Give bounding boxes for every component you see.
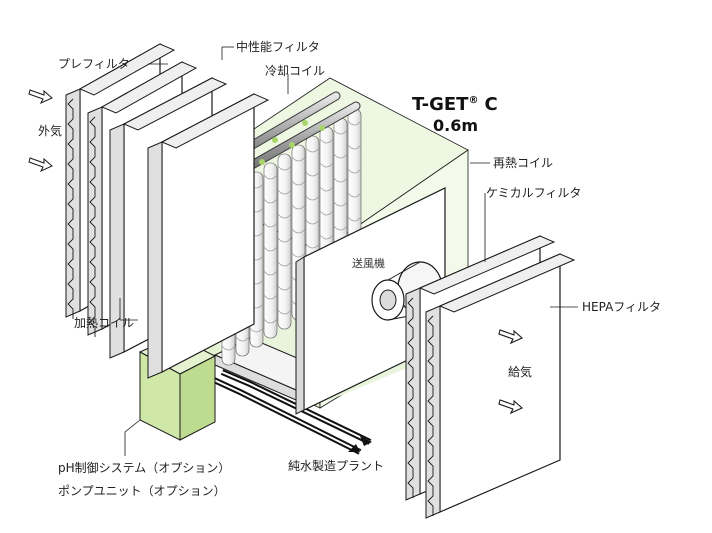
label-cooling-coil: 冷却コイル xyxy=(265,64,326,78)
label-outside-air: 外気 xyxy=(38,124,63,138)
label-reheat-coil: 再熱コイル xyxy=(493,156,554,170)
label-pure-water: 純水製造プラント xyxy=(288,459,385,473)
label-pump-unit: ポンプユニット（オプション） xyxy=(58,484,226,498)
label-hepa-filter: HEPAフィルタ xyxy=(582,300,662,314)
heating-coil-panel xyxy=(147,93,270,379)
leader-lines xyxy=(119,46,578,456)
product-size: 0.6m xyxy=(433,116,479,135)
product-name: T-GET xyxy=(412,94,469,115)
outside-air-arrow-2 xyxy=(28,157,53,173)
filter-panels xyxy=(65,42,576,519)
tube xyxy=(263,162,278,339)
label-medium-filter: 中性能フィルタ xyxy=(236,40,320,54)
product-suffix: C xyxy=(484,94,498,115)
outside-air-arrow-1 xyxy=(28,89,53,105)
label-ph-system: pH制御システム（オプション） xyxy=(58,461,231,475)
supply-air-arrow-2 xyxy=(498,399,523,415)
label-fan: 送風機 xyxy=(352,257,385,270)
label-prefilter: プレフィルタ xyxy=(58,57,130,71)
supply-air-arrow-1 xyxy=(498,329,523,345)
label-supply-air: 給気 xyxy=(508,365,533,379)
label-heating-coil: 加熱コイル xyxy=(74,316,135,330)
registered-mark: ® xyxy=(468,95,479,106)
label-chemical-filter: ケミカルフィルタ xyxy=(486,186,582,200)
product-title: T-GET® C xyxy=(412,96,498,114)
hepa-filter-panel xyxy=(425,253,576,519)
tube xyxy=(277,153,292,330)
